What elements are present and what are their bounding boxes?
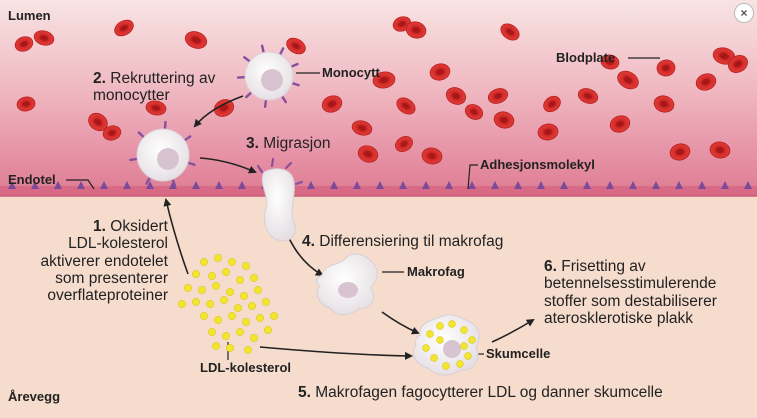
step-1-text: 1. Oksidert LDL-kolesterol aktiverer end… xyxy=(40,218,168,305)
ldl-label: LDL-kolesterol xyxy=(200,360,292,375)
arrow-ldl-to-foam xyxy=(259,346,413,360)
adhesion-molecule-label: Adhesjonsmolekyl xyxy=(480,157,595,172)
circulating-monocyte xyxy=(236,44,300,108)
adhesion-molecule-row xyxy=(8,181,752,189)
macrophage-label: Makrofag xyxy=(407,264,465,279)
arrow-phagocytosis xyxy=(381,311,420,335)
step-4-number: 4. xyxy=(302,233,315,250)
migrating-monocyte xyxy=(256,157,304,242)
arrow-recruitment xyxy=(193,95,244,128)
step-6-text: 6. Frisetting av betennelsesstimulerende… xyxy=(544,258,717,328)
close-icon[interactable]: × xyxy=(734,3,754,23)
red-blood-cells xyxy=(14,16,748,165)
monocyte-label: Monocytt xyxy=(322,65,380,80)
adhering-monocyte xyxy=(129,120,196,187)
step-4-text: 4. Differensiering til makrofag xyxy=(302,233,504,250)
step-3-text: 3. Migrasjon xyxy=(246,135,331,152)
lumen-label: Lumen xyxy=(8,8,51,23)
vessel-wall-label: Årevegg xyxy=(8,389,61,404)
platelet-label: Blodplate xyxy=(556,50,616,65)
step-2-number: 2. xyxy=(93,70,106,87)
macrophage-cell xyxy=(315,253,378,316)
arrow-activation xyxy=(163,198,189,275)
foam-cell-label: Skumcelle xyxy=(486,346,551,361)
process-arrows xyxy=(163,95,535,360)
step-2-text: 2. Rekruttering av monocytter xyxy=(93,70,216,105)
endothelium-label: Endotel xyxy=(8,172,56,187)
leader-lines xyxy=(66,57,660,360)
step-3-number: 3. xyxy=(246,135,259,152)
step-6-number: 6. xyxy=(544,258,557,275)
step-1-number: 1. xyxy=(93,218,106,235)
arrow-differentiation xyxy=(287,235,324,277)
ldl-particles xyxy=(178,254,278,354)
endothelium-layer xyxy=(0,186,757,196)
arrow-migration xyxy=(199,157,257,174)
step-5-text: 5. Makrofagen fagocytterer LDL og danner… xyxy=(298,384,663,401)
vessel-wall-region xyxy=(0,196,757,418)
step-5-number: 5. xyxy=(298,384,311,401)
foam-cell xyxy=(412,314,480,376)
arrow-release xyxy=(491,318,535,343)
